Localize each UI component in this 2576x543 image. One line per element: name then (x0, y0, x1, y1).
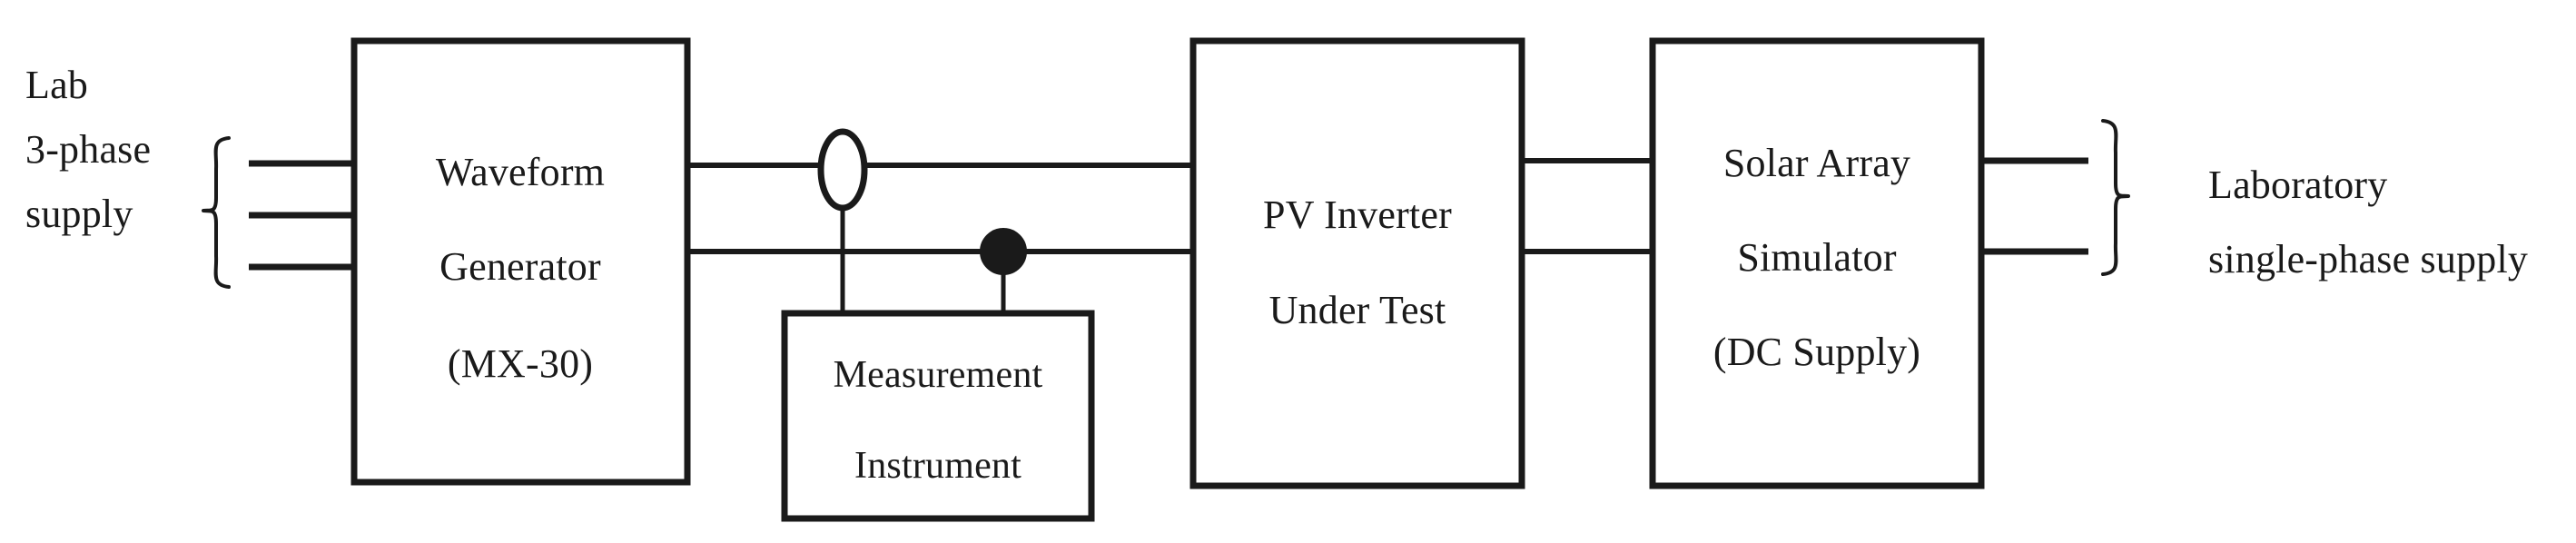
left-supply-label-line-1: Lab (25, 63, 89, 107)
solar-array-simulator-label-line-3: (DC Supply) (1712, 330, 1921, 374)
current-transformer-icon (817, 128, 868, 212)
pv-inverter-block (1189, 37, 1525, 489)
solar-array-simulator-block (1649, 37, 1985, 489)
waveform-generator-label-line-2: Generator (439, 244, 601, 289)
right-supply-label-line-1: Laboratory (2208, 163, 2388, 207)
pv-inverter-label-line-1: PV Inverter (1263, 193, 1452, 237)
waveform-generator-label-line-3: (MX-30) (447, 341, 594, 386)
pv-inverter-label-line-2: Under Test (1268, 288, 1446, 332)
left-supply-label-line-3: supply (25, 192, 133, 236)
left-supply-label-line-2: 3-phase (25, 127, 152, 172)
measurement-instrument-label-line-1: Measurement (833, 354, 1043, 396)
waveform-generator-label-line-1: Waveform (435, 150, 606, 194)
right-supply-label-line-2: single-phase supply (2208, 237, 2529, 281)
solar-array-simulator-label-line-1: Solar Array (1722, 141, 1911, 185)
junction-dot-icon (980, 228, 1027, 275)
measurement-instrument-label-line-2: Instrument (854, 445, 1022, 487)
left-brace-icon (202, 136, 231, 289)
waveform-generator-block (350, 37, 691, 486)
measurement-instrument-block (781, 310, 1095, 522)
right-brace-icon (2101, 119, 2130, 276)
solar-array-simulator-label-line-2: Simulator (1737, 235, 1897, 280)
